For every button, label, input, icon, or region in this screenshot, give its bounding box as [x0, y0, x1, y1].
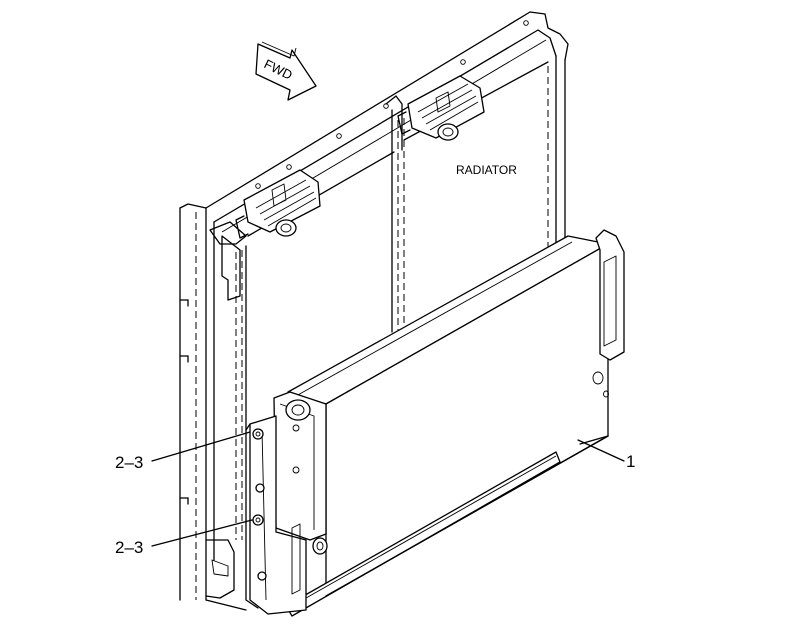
cooler-core: [285, 229, 625, 617]
callout-2-3-lower: 2–3: [115, 538, 143, 557]
cooler-left-bracket: [245, 391, 328, 615]
right-hose-clamp: [397, 75, 485, 141]
mounting-bolts: [252, 428, 267, 581]
forward-arrow-icon: FWD: [255, 41, 317, 101]
callout-1: 1: [626, 452, 635, 471]
callout-2-3-upper: 2–3: [115, 453, 143, 472]
left-frame-rail: [179, 203, 207, 601]
radiator-label: RADIATOR: [456, 163, 517, 177]
left-hose-clamp: [235, 169, 321, 239]
frame-bolt-row: [255, 20, 529, 189]
radiator-frame: [205, 11, 569, 611]
leader-lines: [151, 431, 625, 547]
